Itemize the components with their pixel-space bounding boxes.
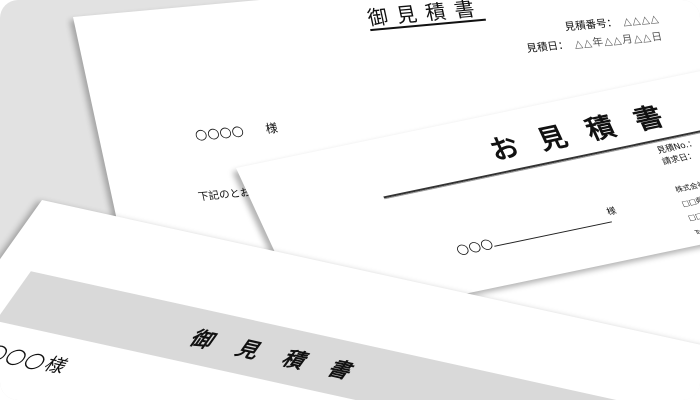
estimate-date-label: 見積日：	[525, 39, 570, 55]
sheet-back-recipient: ○○○○ 様	[193, 119, 279, 143]
estimate-number-label: 見積番号：	[563, 16, 619, 34]
sheet-middle-recipient: ○○○ 様	[451, 204, 623, 258]
sheet-back-title: 御見積書	[365, 0, 486, 31]
estimate-date-value: △△年△△月△△日	[573, 30, 665, 51]
company-block: 株式会社□□ □□県□□ □□ビル ℡：	[672, 174, 700, 239]
estimate-number-value: △△△△	[621, 12, 661, 29]
sheet-middle-meta: 見積No.： 請求日：	[655, 138, 700, 168]
honorific: 様	[264, 121, 280, 136]
honorific: 様	[605, 206, 619, 218]
sheet-back-meta: 見積番号：△△△△ 見積日：△△年△△月△△日	[521, 10, 665, 58]
sheet-front-recipient: ○○○○様	[0, 334, 74, 379]
recipient-underline	[493, 221, 612, 247]
recipient-name: ○○○	[453, 235, 496, 259]
recipient-name: ○○○○	[193, 123, 246, 144]
